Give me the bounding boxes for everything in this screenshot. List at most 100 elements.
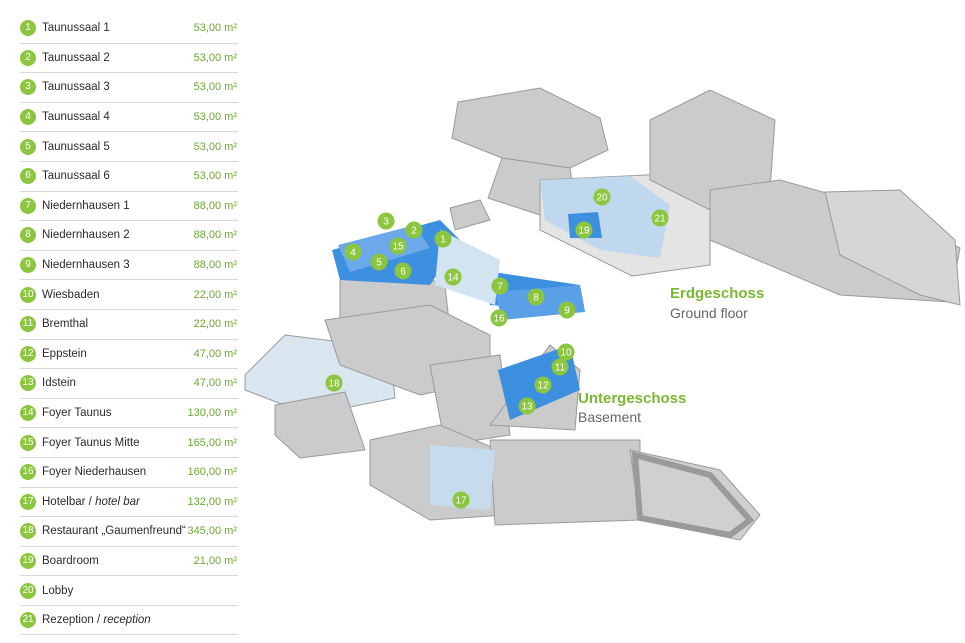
room-name: Niedernhausen 1 [42,199,130,212]
room-number-badge: 8 [20,227,36,244]
room-number-badge: 19 [20,552,36,569]
room-marker: 11 [551,358,569,376]
room-number-badge: 5 [20,138,36,155]
room-area: 345,00 m² [187,525,237,538]
room-marker-label: 1 [440,235,446,246]
room-area: 53,00 m² [193,170,237,183]
room-area: 53,00 m² [193,51,237,64]
room-name: Foyer Niederhausen [42,466,147,479]
room-marker-label: 4 [350,248,356,259]
room-marker-circle [377,212,395,230]
room-number-badge: 20 [20,582,36,599]
room-marker: 12 [534,376,552,394]
room-marker: 15 [389,237,407,255]
room-marker-label: 20 [596,193,608,204]
room-area: 53,00 m² [193,140,237,153]
room-number-badge: 13 [20,375,36,392]
legend-row: 4 Taunussaal 4 53,00 m² [20,103,238,133]
room-marker: 20 [593,188,611,206]
room-name: Taunussaal 4 [42,111,110,124]
room-marker-circle [405,221,423,239]
room-marker-label: 11 [555,363,566,374]
room-marker-label: 13 [521,402,533,413]
room-number-badge: 1 [20,20,36,37]
basement-subtitle: Basement [578,409,642,425]
room-marker-label: 18 [328,379,340,390]
room-marker-label: 6 [400,267,406,278]
room-marker-circle [490,309,508,327]
room-marker-circle [518,397,536,415]
room-number-badge: 17 [20,493,36,510]
room-name-english: hotel bar [95,495,140,508]
room-number-badge: 7 [20,197,36,214]
room-name: Taunussaal 6 [42,170,110,183]
ground-floor-building [449,87,961,306]
room-number-badge: 18 [20,523,36,540]
room-marker-label: 10 [560,348,572,359]
room-number-badge: 15 [20,434,36,451]
room-number-badge: 4 [20,109,36,126]
room-name: Bremthal [42,318,89,331]
room-name: Wiesbaden [42,288,100,301]
room-marker-circle [557,343,575,361]
room-marker-circle [444,268,462,286]
room-name: Taunussaal 3 [42,81,110,94]
room-marker-circle [575,221,593,239]
room-area: 21,00 m² [193,554,237,567]
room-marker-circle [491,277,509,295]
room-marker-circle [593,188,611,206]
room-marker-circle [452,491,470,509]
room-number-badge: 10 [20,286,36,303]
room-name: Rezeption / reception [42,614,151,627]
room-marker-circle [325,374,343,392]
room-marker: 10 [557,343,575,361]
room-marker: 13 [518,397,536,415]
room-number-badge: 11 [20,316,36,333]
room-name: Restaurant „Gaumenfreund“ [42,525,186,538]
room-marker: 9 [558,301,576,319]
legend-row: 21 Rezeption / reception [20,606,238,636]
room-marker-label: 16 [493,314,505,325]
ground-floor-title: Erdgeschoss [670,285,765,302]
room-number-badge: 21 [20,612,36,629]
room-name: Idstein [42,377,76,390]
room-number-badge: 9 [20,257,36,274]
room-name-english: reception [103,614,151,627]
room-number-badge: 3 [20,79,36,96]
room-marker-circle [370,253,388,271]
room-marker-label: 7 [497,282,503,293]
room-area: 47,00 m² [193,377,237,390]
room-marker-circle [551,358,569,376]
room-number-badge: 12 [20,345,36,362]
room-number-badge: 2 [20,49,36,66]
room-name: Foyer Taunus Mitte [42,436,140,449]
room-marker-label: 15 [392,242,404,253]
room-marker-label: 21 [654,214,666,225]
room-number-badge: 14 [20,405,36,422]
room-marker: 4 [344,243,362,261]
room-area: 53,00 m² [193,111,237,124]
ground-floor-subtitle: Ground floor [670,305,748,321]
room-marker-label: 8 [533,293,539,304]
room-area: 160,00 m² [187,466,237,479]
room-marker: 19 [575,221,593,239]
room-name: Niedernhausen 2 [42,229,130,242]
room-marker-label: 3 [383,217,389,228]
room-marker: 5 [370,253,388,271]
room-area: 88,00 m² [193,229,237,242]
room-marker-circle [434,230,452,248]
room-marker: 18 [325,374,343,392]
